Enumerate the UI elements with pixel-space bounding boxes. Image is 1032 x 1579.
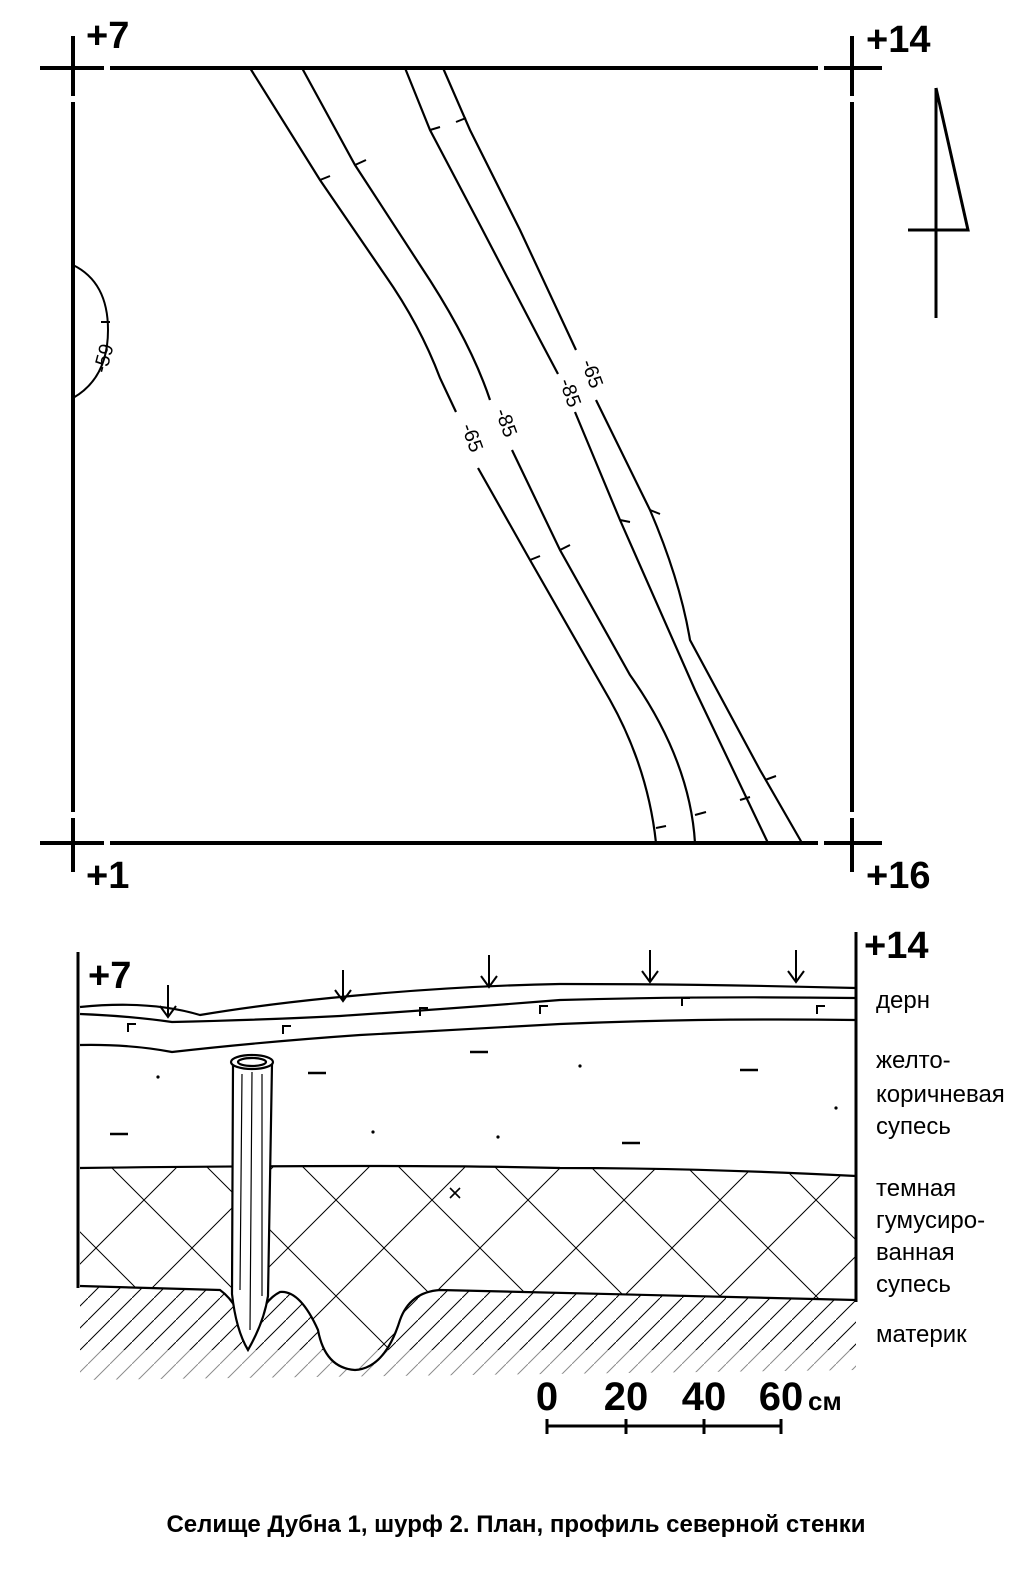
subsoil-fade: [70, 1350, 870, 1390]
contour-line-3: [403, 67, 559, 375]
plan-frame: [40, 36, 882, 872]
surface-line: [79, 982, 857, 1017]
depth-label-contour-4: -65: [576, 357, 607, 392]
layer-label-sandy-loam-1: желто-: [876, 1047, 951, 1074]
corner-label-top-right: +14: [866, 19, 930, 61]
profile-frame: [76, 932, 858, 1302]
scale-tick-0: 0: [536, 1375, 558, 1419]
depth-label-pit: -59: [90, 342, 119, 376]
profile-corner-left: +7: [88, 955, 131, 997]
contour-ticks: [319, 117, 777, 829]
corner-label-bottom-right: +16: [866, 855, 930, 897]
corner-label-bottom-left: +1: [86, 855, 129, 897]
scale-tick-60: 60: [759, 1375, 804, 1419]
layer-label-sandy-loam-2: коричневая: [876, 1081, 1005, 1108]
layer-label-sandy-loam-3: супесь: [876, 1113, 951, 1140]
contour-line-3: [573, 411, 769, 844]
find-mark: [449, 1187, 461, 1199]
figure-caption: Селище Дубна 1, шурф 2. План, профиль се…: [166, 1511, 866, 1538]
depth-label-contour-1: -65: [456, 421, 487, 456]
layer-label-humus-3: ванная: [876, 1239, 955, 1266]
ditch-contours: [249, 67, 803, 844]
contour-line-2: [301, 67, 492, 401]
north-arrow-icon: [908, 87, 970, 318]
sod-base-line: [79, 996, 857, 1024]
layer-legend: дерн желто- коричневая супесь темная гум…: [876, 987, 1005, 1348]
root-arrows: [159, 950, 805, 1019]
layer-label-humus-2: гумусиро-: [876, 1207, 985, 1234]
layer-label-subsoil: материк: [876, 1321, 967, 1348]
contour-line-2: [511, 449, 697, 844]
inclusions: [110, 1050, 838, 1145]
contour-line-4: [595, 399, 803, 844]
scale-unit: см: [808, 1386, 842, 1416]
layer-label-humus-4: супесь: [876, 1271, 951, 1298]
contour-line-1: [249, 67, 457, 413]
contour-line-1: [477, 467, 658, 844]
contour-line-4: [441, 67, 577, 351]
pit-outline: [72, 264, 110, 399]
profile-corner-right: +14: [864, 925, 928, 967]
sod-marks: [127, 997, 825, 1034]
post-icon: [229, 1053, 275, 1353]
plan-view: +7 +14 +1 +16 -59: [40, 15, 970, 897]
layer-label-humus-1: темная: [876, 1175, 956, 1202]
scale-bar: 0 20 40 60 см: [536, 1375, 842, 1434]
depth-label-contour-3: -85: [554, 376, 585, 411]
sod-bottom-line: [79, 1018, 857, 1054]
scale-tick-40: 40: [682, 1375, 727, 1419]
profile-view: +7 +14 дерн желто- коричневая супесь тем…: [70, 925, 1005, 1390]
scale-tick-20: 20: [604, 1375, 649, 1419]
depth-label-contour-2: -85: [490, 406, 521, 441]
corner-label-top-left: +7: [86, 15, 129, 57]
layer-label-sod: дерн: [876, 987, 930, 1014]
